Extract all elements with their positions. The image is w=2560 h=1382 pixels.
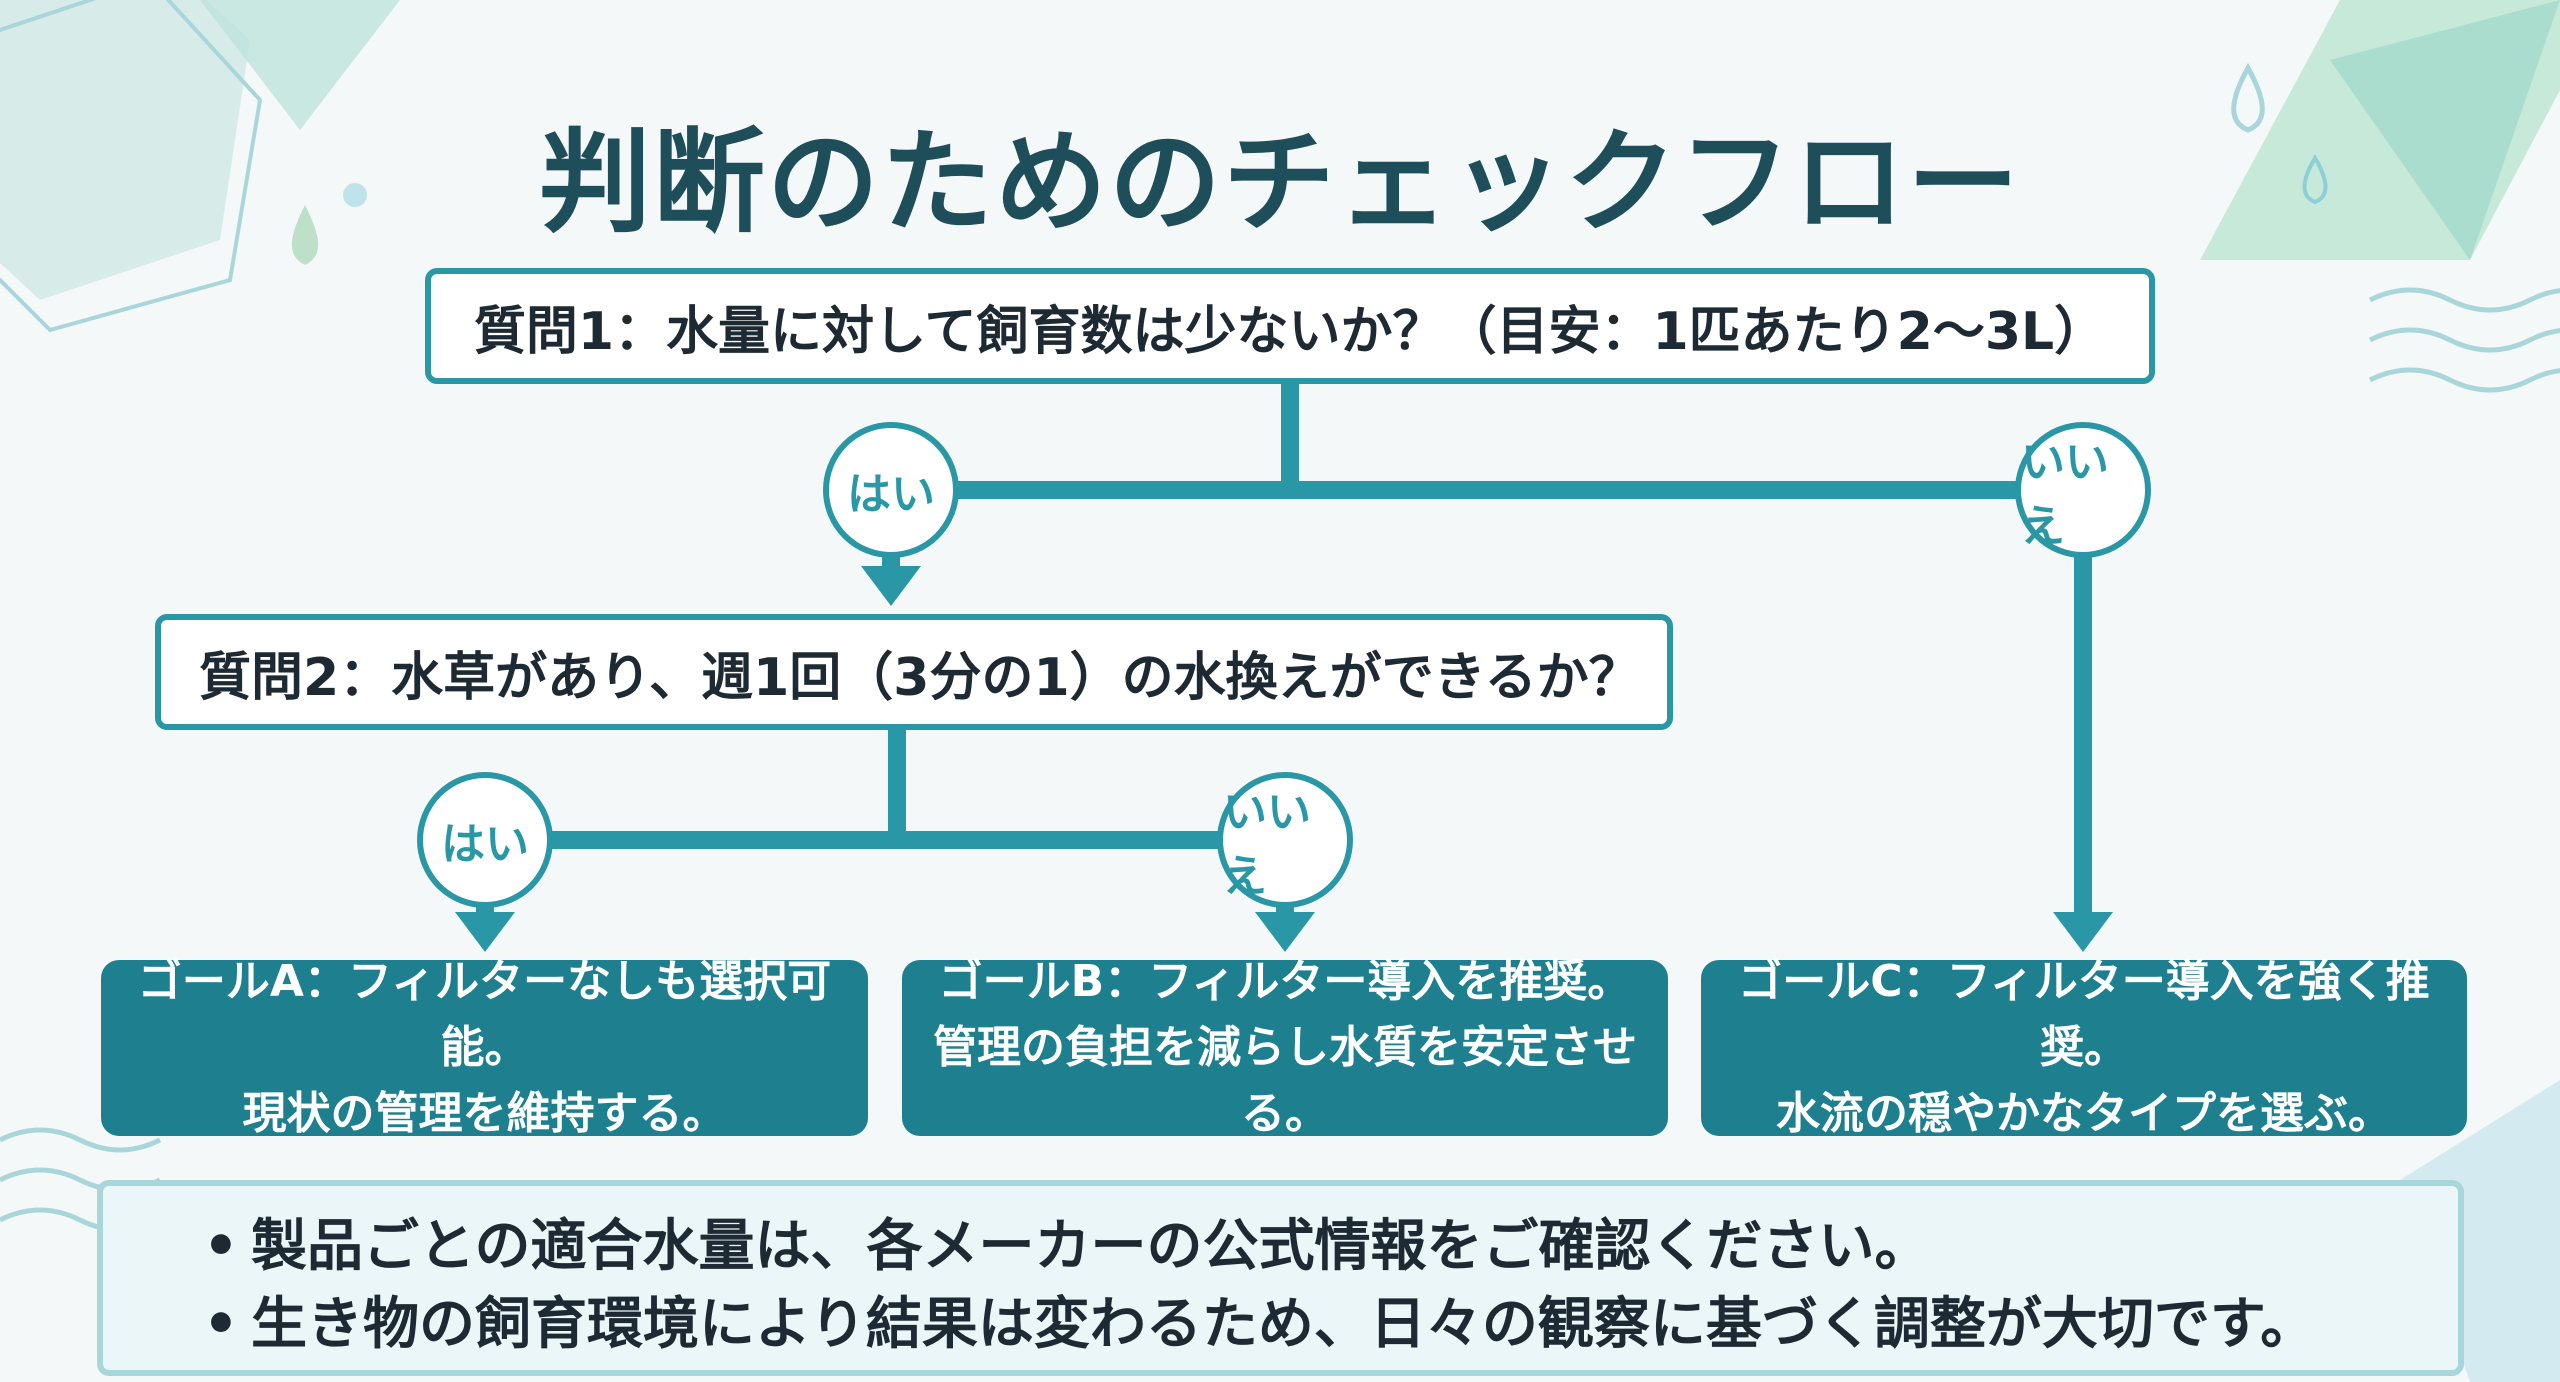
- triangle-decoration-top-right-2: [2330, 0, 2560, 260]
- goal-a-line-1: ゴールA：フィルターなしも選択可能。: [137, 956, 832, 1073]
- triangle-decoration-top-left: [200, 0, 400, 130]
- goal-c-line-1: ゴールC：フィルター導入を強く推奨。: [1738, 956, 2430, 1073]
- arrow-down-icon-goal-a: [455, 912, 515, 952]
- question-2-text: 質問2：水草があり、週1回（3分の1）の水換えができるか？: [199, 647, 1641, 708]
- goal-c-box: ゴールC：フィルター導入を強く推奨。 水流の穏やかなタイプを選ぶ。: [1701, 956, 2467, 1139]
- arrow-down-icon-goal-c: [2053, 912, 2113, 952]
- goal-c-line-2: 水流の穏やかなタイプを選ぶ。: [1776, 1088, 2392, 1139]
- droplet-icon-top-right: [2231, 62, 2265, 133]
- bubble-decoration-top-left: [343, 183, 367, 207]
- q2-yes-label: はい: [417, 772, 553, 908]
- page-title: 判断のためのチェックフロー: [539, 118, 2021, 248]
- droplet-icon-top-left: [291, 205, 319, 265]
- q1-no-label: いいえ: [2015, 422, 2151, 558]
- bullet-icon: •: [203, 1214, 239, 1279]
- note-item: • 製品ごとの適合水量は、各メーカーの公式情報をご確認ください。: [203, 1208, 2458, 1286]
- wave-decoration-right: [2368, 287, 2560, 393]
- q2-no-label: いいえ: [1217, 772, 1353, 908]
- goal-a-box: ゴールA：フィルターなしも選択可能。 現状の管理を維持する。: [101, 956, 868, 1139]
- arrow-down-icon-goal-b: [1255, 912, 1315, 952]
- droplet-icon-top-right-2: [2302, 154, 2328, 205]
- question-1-text: 質問1：水量に対して飼育数は少ないか？（目安：1匹あたり2〜3L）: [473, 301, 2107, 362]
- note-item-text: 製品ごとの適合水量は、各メーカーの公式情報をご確認ください。: [251, 1214, 1931, 1279]
- goal-b-line-1: ゴールB：フィルター導入を推奨。: [938, 956, 1632, 1007]
- q2-no-label-text: いいえ: [1223, 787, 1311, 902]
- notes-box: • 製品ごとの適合水量は、各メーカーの公式情報をご確認ください。 • 生き物の飼…: [97, 1180, 2464, 1376]
- q1-no-label-text: いいえ: [2021, 437, 2109, 552]
- note-item: • 生き物の飼育環境により結果は変わるため、日々の観察に基づく調整が大切です。: [203, 1286, 2458, 1364]
- q1-yes-label: はい: [823, 422, 959, 558]
- hexagon-outline-top-left: [0, 0, 263, 333]
- question-1-box: 質問1：水量に対して飼育数は少ないか？（目安：1匹あたり2〜3L）: [425, 268, 2155, 384]
- hexagon-decoration-top-left: [0, 0, 250, 300]
- triangle-decoration-bottom-right: [2400, 1080, 2560, 1382]
- goal-b-line-2: 管理の負担を減らし水質を安定させる。: [933, 1022, 1637, 1139]
- bullet-icon: •: [203, 1292, 239, 1357]
- q1-yes-label-text: はい: [847, 469, 935, 520]
- goal-a-line-2: 現状の管理を維持する。: [242, 1088, 727, 1139]
- goal-b-box: ゴールB：フィルター導入を推奨。 管理の負担を減らし水質を安定させる。: [902, 956, 1668, 1139]
- q2-yes-label-text: はい: [441, 819, 529, 870]
- note-item-text: 生き物の飼育環境により結果は変わるため、日々の観察に基づく調整が大切です。: [251, 1292, 2317, 1357]
- question-2-box: 質問2：水草があり、週1回（3分の1）の水換えができるか？: [155, 614, 1673, 730]
- arrow-down-icon-q2: [861, 566, 921, 606]
